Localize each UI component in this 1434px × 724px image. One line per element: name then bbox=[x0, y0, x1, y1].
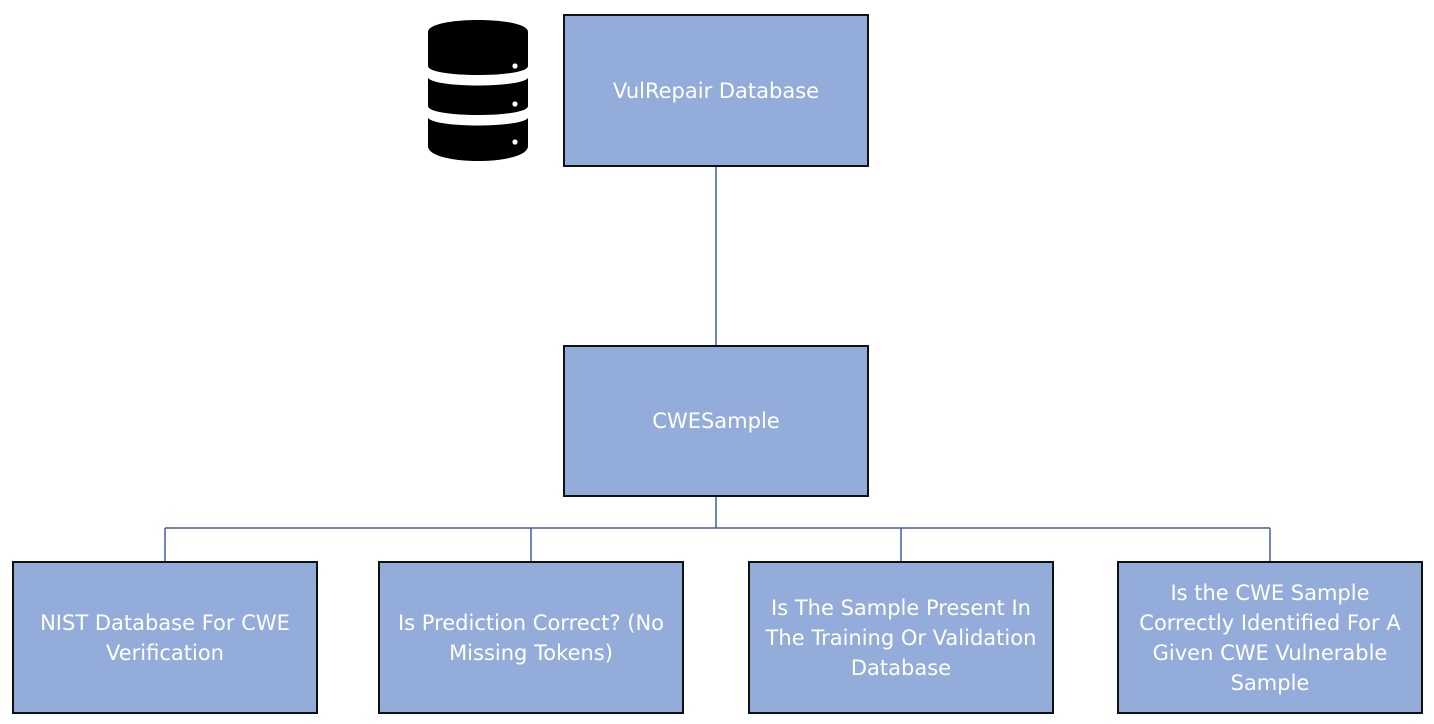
node-label: NIST Database For CWE Verification bbox=[40, 610, 290, 665]
node-nist-database: NIST Database For CWE Verification bbox=[12, 561, 318, 714]
node-vulrepair-database: VulRepair Database bbox=[563, 14, 869, 167]
node-label: CWESample bbox=[652, 409, 780, 433]
node-label: VulRepair Database bbox=[612, 78, 820, 103]
node-label: Is Prediction Correct? (No Missing Token… bbox=[397, 610, 665, 665]
node-prediction-correct: Is Prediction Correct? (No Missing Token… bbox=[378, 561, 684, 714]
database-icon bbox=[428, 20, 528, 161]
node-sample-present: Is The Sample Present In The Training Or… bbox=[748, 561, 1054, 714]
node-label: Is The Sample Present In The Training Or… bbox=[765, 595, 1037, 680]
node-label: Is the CWE Sample Correctly Identified F… bbox=[1139, 580, 1401, 695]
node-cwesample: CWESample bbox=[563, 345, 869, 497]
node-cwe-identified: Is the CWE Sample Correctly Identified F… bbox=[1117, 561, 1423, 714]
